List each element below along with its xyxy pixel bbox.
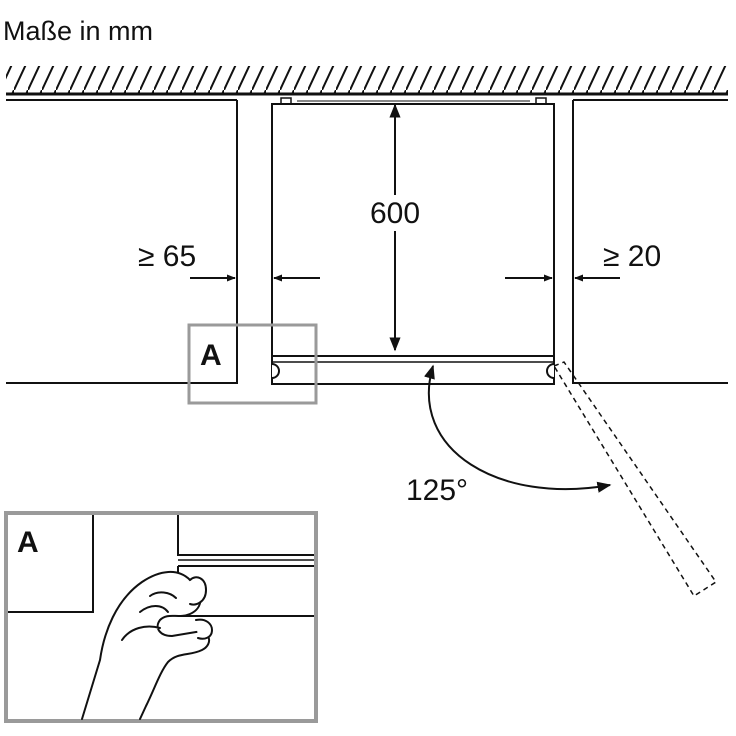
detail-callout-frame [187,323,318,405]
right-gap-label: ≥ 20 [603,240,661,273]
left-cabinet [6,100,238,384]
door-open [552,361,718,598]
detail-callout-label: A [200,339,222,372]
door-angle-arc [424,364,612,493]
hand-icon [81,571,213,720]
ceiling [6,66,728,101]
detail-inset-label: A [17,526,39,559]
hinge-icon [271,363,555,379]
detail-inset [4,511,318,723]
left-gap-label: ≥ 65 [138,240,196,273]
depth-dimension-label: 600 [370,197,420,230]
door-angle-label: 125° [406,474,468,507]
page-title: Maße in mm [3,16,153,46]
door-closed [271,355,555,385]
